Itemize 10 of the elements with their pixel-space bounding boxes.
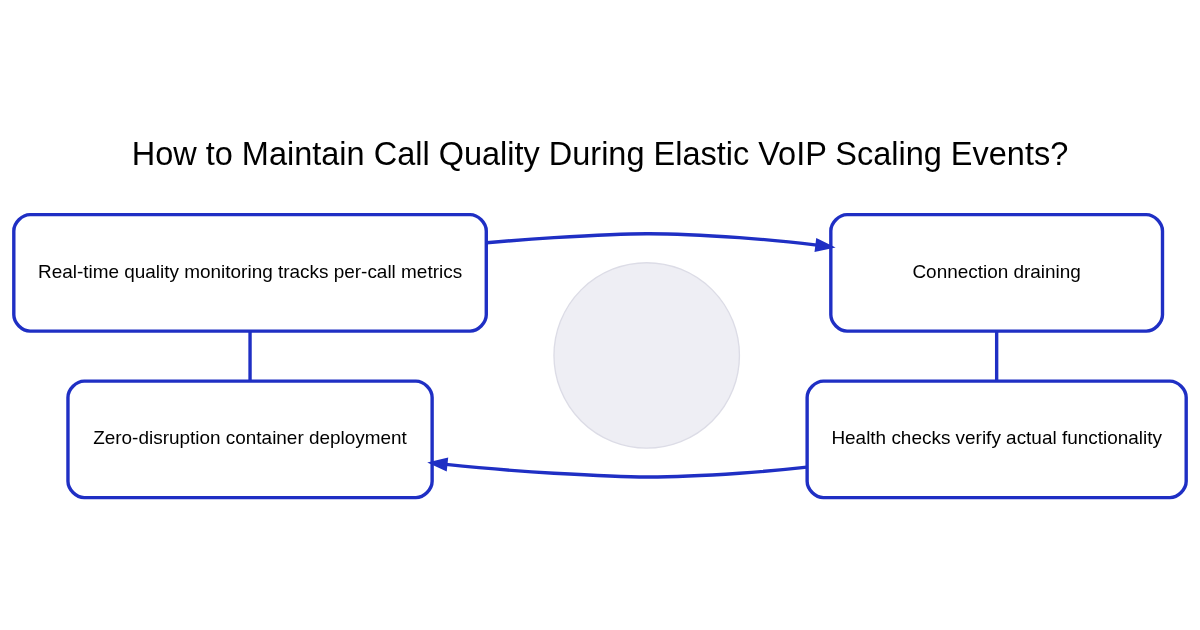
node-box: Zero-disruption container deployment: [66, 378, 434, 499]
diagram-title: How to Maintain Call Quality During Elastic VoIP Scaling Events?: [131, 135, 1069, 172]
connector: [248, 331, 252, 381]
node-box: Real-time quality monitoring tracks per-call metrics: [12, 212, 488, 333]
arrow: [486, 231, 836, 252]
node-box: Health checks verify actual functionality: [805, 378, 1188, 499]
node-circle: [553, 261, 741, 449]
arrow: [427, 456, 808, 479]
node-box: Connection draining: [829, 212, 1165, 333]
connector: [994, 331, 999, 381]
